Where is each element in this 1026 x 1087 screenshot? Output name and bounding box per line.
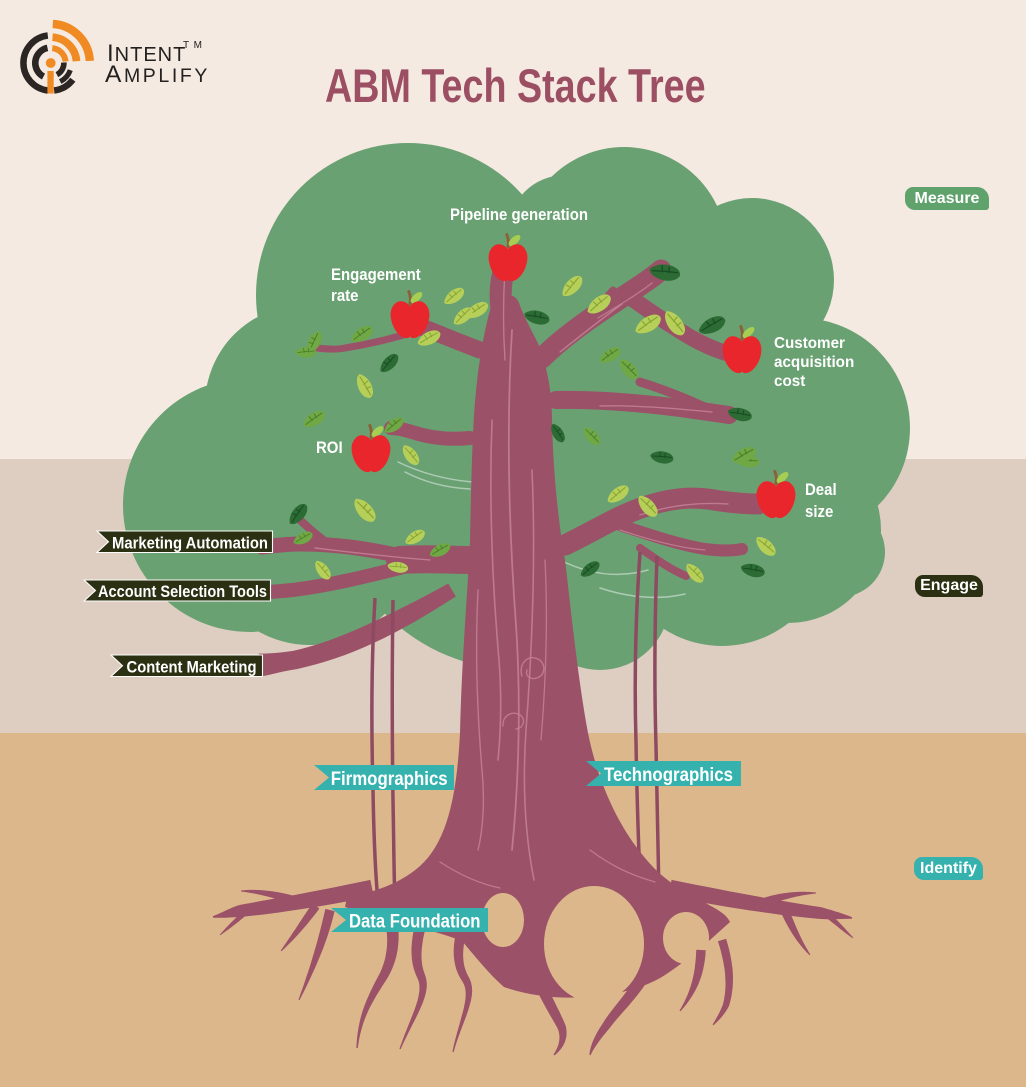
svg-text:Firmographics: Firmographics [331, 769, 448, 790]
svg-text:Account Selection Tools: Account Selection Tools [98, 582, 267, 601]
svg-text:Data Foundation: Data Foundation [349, 912, 481, 933]
svg-text:Marketing Automation: Marketing Automation [112, 534, 268, 553]
svg-text:Technographics: Technographics [604, 765, 733, 786]
svg-text:Content Marketing: Content Marketing [127, 658, 257, 677]
